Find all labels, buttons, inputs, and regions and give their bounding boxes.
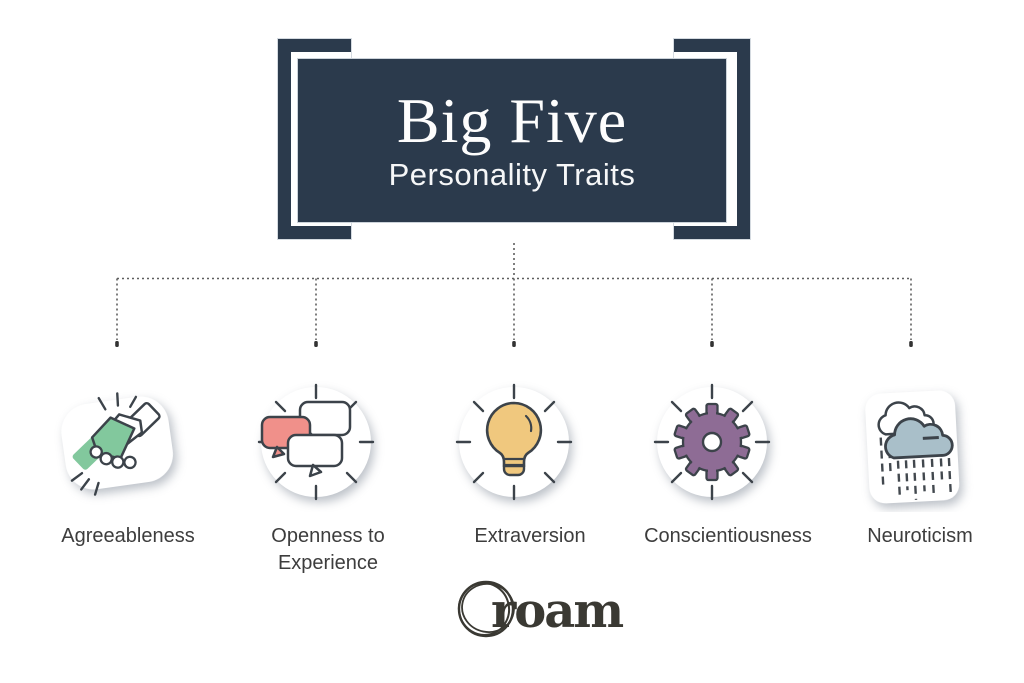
logo-text: roam (491, 583, 623, 639)
title-box: Big Five Personality Traits (297, 58, 727, 223)
handshake-icon (61, 392, 173, 496)
trait-label: Openness to Experience (271, 525, 385, 574)
speech-bubbles-icon (257, 383, 375, 501)
trait-label: Agreeableness (61, 525, 195, 547)
rain-cloud-icon (865, 390, 960, 504)
bracket-right-decoration (674, 39, 750, 239)
bracket-left-decoration (278, 39, 351, 239)
trait-label: Conscientiousness (644, 525, 812, 547)
gear-icon (653, 383, 771, 501)
lightbulb-icon (455, 383, 573, 501)
page-title: Big Five (396, 84, 628, 156)
scribble-circle-icon (457, 580, 515, 638)
connector-dotted-lines (115, 243, 913, 347)
trait-label: Neuroticism (867, 525, 973, 547)
roam-logo: roam (457, 580, 625, 639)
trait-label: Extraversion (474, 525, 586, 547)
page-subtitle: Personality Traits (388, 157, 636, 193)
